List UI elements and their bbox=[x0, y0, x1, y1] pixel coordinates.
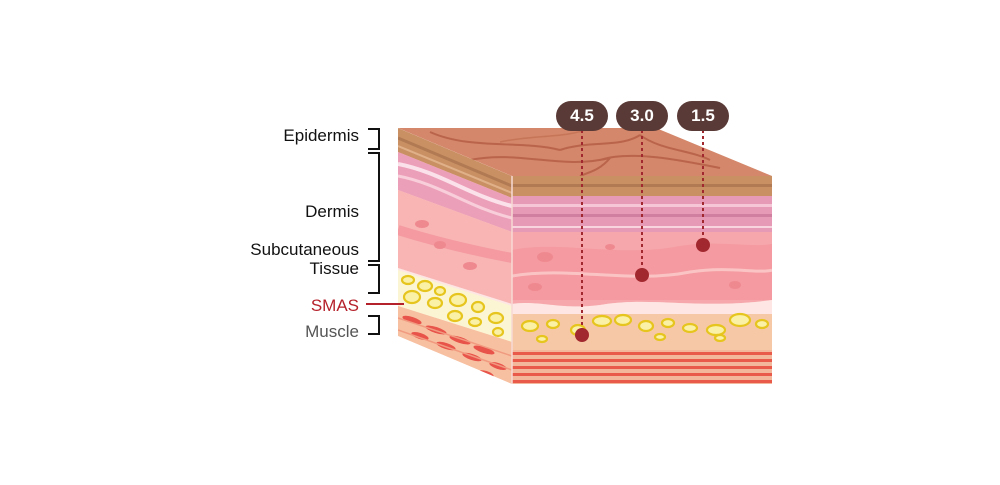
depth-dot-3-0 bbox=[635, 268, 649, 282]
bracket-muscle bbox=[368, 315, 380, 335]
label-tissue: Tissue bbox=[309, 259, 359, 278]
label-subcutaneous: Subcutaneous bbox=[250, 240, 359, 259]
label-smas: SMAS bbox=[310, 296, 359, 315]
muscle-side bbox=[398, 306, 512, 384]
depth-dot-1-5 bbox=[696, 238, 710, 252]
label-muscle: Muscle bbox=[305, 322, 359, 341]
epidermis-top-face bbox=[398, 128, 772, 176]
depth-badge-3-0: 3.0 bbox=[616, 101, 668, 131]
label-epidermis: Epidermis bbox=[283, 126, 359, 145]
label-dermis: Dermis bbox=[305, 202, 359, 221]
depth-dot-4-5 bbox=[575, 328, 589, 342]
skin-texture-lines bbox=[429, 131, 721, 177]
bracket-subcutaneous bbox=[368, 264, 380, 294]
depth-badge-1-5: 1.5 bbox=[677, 101, 729, 131]
depth-badge-4-5: 4.5 bbox=[556, 101, 608, 131]
bracket-dermis bbox=[368, 152, 380, 262]
bracket-epidermis bbox=[368, 128, 380, 150]
